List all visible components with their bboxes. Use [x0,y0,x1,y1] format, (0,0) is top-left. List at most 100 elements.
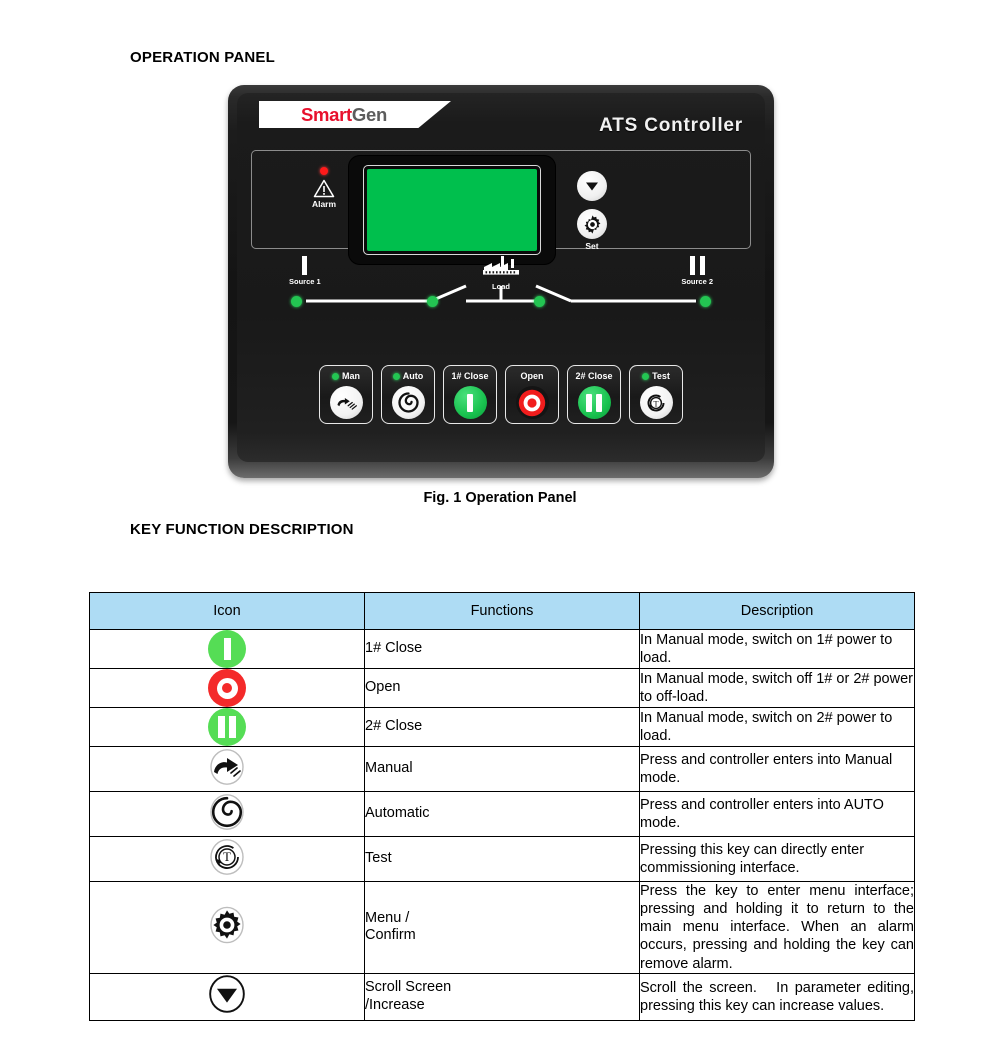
man-led [332,372,339,380]
factory-load-icon [483,256,519,275]
table-row: Automatic Press and controller enters in… [89,791,915,837]
key-button-test[interactable]: Test T [629,365,683,424]
triangle-down-icon [586,182,598,191]
close1-icon-circle [453,386,487,419]
one-line-led-3 [534,296,545,307]
row-description-cell: Press and controller enters into Manual … [639,746,915,792]
set-button[interactable] [577,209,607,239]
row-icon-cell [89,668,365,708]
one-line-diagram: Source 1 [251,256,751,318]
row-function-cell: Test [364,836,640,882]
row-description-cell: Pressing this key can directly enter com… [639,836,915,882]
gear-icon [584,214,600,234]
key-label-1-close: 1# Close [451,371,489,381]
row-function-cell: Automatic [364,791,640,837]
table-row: Scroll Screen /Increase Scroll the scree… [89,972,915,1021]
table-row: 1# Close In Manual mode, switch on 1# po… [89,629,915,669]
one-line-led-2 [427,296,438,307]
warning-triangle-icon [313,179,335,198]
controller-face: SmartGen ATS Controller Alarm [237,93,765,462]
column-header-description: Description [639,592,915,630]
auto-icon-circle [391,386,425,419]
one-line-led-4 [700,296,711,307]
test-led [642,372,650,380]
alarm-indicator-group: Alarm [297,167,351,209]
auto-led [392,372,400,380]
hand-icon [336,397,357,410]
svg-text:T: T [223,849,231,864]
brand-smart-text: Smart [300,103,352,125]
row-function-cell: 2# Close [364,707,640,747]
display-bezel: Alarm [251,150,751,265]
row-description-cell: Scroll the screen. In parameter editing,… [639,972,915,1021]
key-label-man: Man [342,371,360,381]
row-function-cell: 1# Close [364,629,640,669]
lcd-screen [367,169,537,251]
key-label-auto: Auto [402,371,424,381]
open-icon-circle [515,386,549,419]
table-row: Open In Manual mode, switch off 1# or 2#… [89,668,915,708]
brand-gen-text: Gen [351,103,388,125]
row-icon-cell [89,707,365,747]
source2-bar-icon [689,256,705,275]
test-t-icon: T [647,393,665,411]
gear-icon [205,905,249,945]
source2-group: Source 2 [681,256,713,286]
hand-icon [205,747,249,787]
alarm-label: Alarm [311,199,337,209]
test-icon-circle: T [639,386,673,419]
green-circle-i-icon [208,630,246,668]
open-ring-icon [518,389,546,416]
smartgen-logo: SmartGen [259,101,451,128]
source1-label: Source 1 [289,277,321,286]
down-arrow-button[interactable] [577,171,607,201]
figure-caption: Fig. 1 Operation Panel [423,490,577,506]
table-row: Menu / Confirm Press the key to enter me… [89,881,915,974]
man-icon-circle [329,386,363,419]
test-t-icon: T [205,837,249,877]
bar-ii-icon [586,393,602,412]
page-title-key-function-description: KEY FUNCTION DESCRIPTION [130,521,354,538]
source1-group: Source 1 [289,256,321,286]
key-button-man[interactable]: Man [319,365,373,424]
row-icon-cell: T [89,836,365,882]
row-description-cell: In Manual mode, switch off 1# or 2# powe… [639,668,915,708]
page-title-operation-panel: OPERATION PANEL [130,49,275,66]
row-description-cell: In Manual mode, switch on 2# power to lo… [639,707,915,747]
source2-label: Source 2 [681,277,713,286]
table-row: T Test Pressing this key can directly en… [89,836,915,882]
table-row: Manual Press and controller enters into … [89,746,915,792]
key-button-auto[interactable]: Auto [381,365,435,424]
row-function-cell: Manual [364,746,640,792]
green-circle-ii-icon [208,708,246,746]
spiral-icon [397,392,419,413]
ats-controller-title: ATS Controller [599,115,743,136]
table-header-row: Icon Functions Description [89,592,915,630]
row-description-cell: In Manual mode, switch on 1# power to lo… [639,629,915,669]
red-open-ring-icon [208,669,246,707]
row-function-cell: Open [364,668,640,708]
ats-controller-panel: SmartGen ATS Controller Alarm [228,85,774,478]
source1-bar-icon [302,256,308,275]
row-icon-cell [89,629,365,669]
lcd-housing [348,155,556,265]
key-label-2-close: 2# Close [575,371,613,381]
key-button-1-close[interactable]: 1# Close [443,365,497,424]
row-icon-cell [89,746,365,792]
key-button-open[interactable]: Open [505,365,559,424]
key-button-row: Man [237,365,765,424]
one-line-wiring [306,284,696,303]
triangle-down-icon [205,974,249,1014]
key-button-2-close[interactable]: 2# Close [567,365,621,424]
row-description-cell: Press and controller enters into AUTO mo… [639,791,915,837]
row-icon-cell [89,881,365,974]
table-row: 2# Close In Manual mode, switch on 2# po… [89,707,915,747]
svg-text:T: T [653,398,659,408]
key-label-open: Open [520,371,544,381]
row-function-cell: Menu / Confirm [364,881,640,974]
row-icon-cell [89,972,365,1021]
one-line-led-1 [291,296,302,307]
lcd-frame [363,165,541,255]
set-button-group[interactable]: Set [577,209,607,251]
set-button-label: Set [585,241,599,251]
